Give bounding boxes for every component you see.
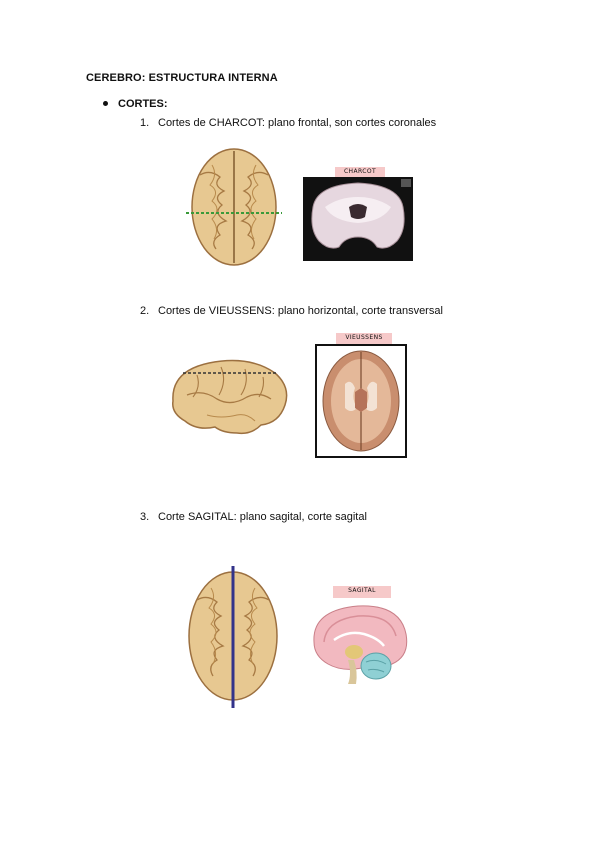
bullet-dot <box>103 100 108 106</box>
item-text: Cortes de VIEUSSENS: plano horizontal, c… <box>158 305 443 317</box>
list-item-3: 3. Corte SAGITAL: plano sagital, corte sa… <box>140 511 367 523</box>
brain-top-view-charcot <box>186 148 282 266</box>
brain-top-view-sagital <box>188 566 278 708</box>
tag-background <box>333 586 391 598</box>
list-item-1: 1. Cortes de CHARCOT: plano frontal, son … <box>140 117 436 129</box>
section-bullet: CORTES: <box>103 98 168 110</box>
section-label: CORTES: <box>118 98 168 110</box>
coronal-slice-image <box>303 177 413 261</box>
item-text: Cortes de CHARCOT: plano frontal, son co… <box>158 117 437 129</box>
list-item-2: 2. Cortes de VIEUSSENS: plano horizontal,… <box>140 305 443 317</box>
charcot-tag-label: CHARCOT <box>343 168 377 175</box>
vieussens-tag-label: VIEUSSENS <box>345 334 383 341</box>
item-number: 2. <box>140 305 150 317</box>
item-number: 3. <box>140 511 150 523</box>
tag-background <box>335 167 385 179</box>
sagital-tag-label: SAGITAL <box>348 587 376 594</box>
charcot-tag: CHARCOT <box>335 166 385 184</box>
brain-side-view-vieussens <box>172 359 288 435</box>
sagittal-section-image <box>313 605 408 684</box>
vieussens-tag: VIEUSSENS <box>336 332 392 350</box>
item-number: 1. <box>140 117 150 129</box>
item-text: Corte SAGITAL: plano sagital, corte sagi… <box>158 511 367 523</box>
page-title: CEREBRO: ESTRUCTURA INTERNA <box>86 72 278 84</box>
sagital-tag: SAGITAL <box>333 585 391 603</box>
tag-background <box>336 333 392 345</box>
transverse-slice-image <box>315 344 407 458</box>
